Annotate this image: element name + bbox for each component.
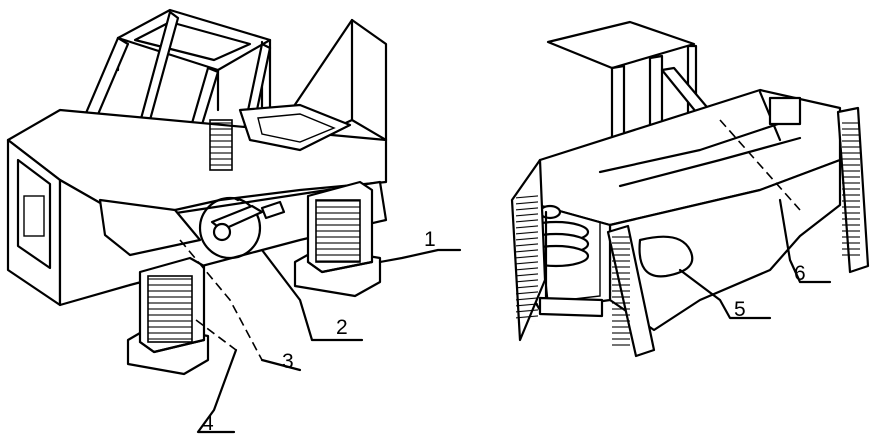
callout-label-2: 2 [336, 316, 348, 339]
callout-label-1: 1 [424, 228, 436, 251]
left-support-stand-2 [126, 256, 210, 376]
right-fins [510, 106, 870, 358]
callout-label-3: 3 [282, 350, 294, 373]
right-interior-ribs [598, 90, 802, 188]
callout-label-6: 6 [794, 262, 806, 285]
callout-label-4: 4 [202, 412, 214, 435]
right-hull [518, 88, 842, 332]
callout-label-5: 5 [734, 298, 746, 321]
right-leader-lines [678, 119, 832, 320]
left-clamp-detail [198, 196, 286, 260]
left-leader-lines [179, 239, 462, 434]
right-assembly-drawing [510, 20, 870, 358]
right-roof-panel [546, 20, 696, 70]
left-assembly-drawing [6, 8, 462, 434]
left-support-stand-1 [293, 180, 382, 298]
